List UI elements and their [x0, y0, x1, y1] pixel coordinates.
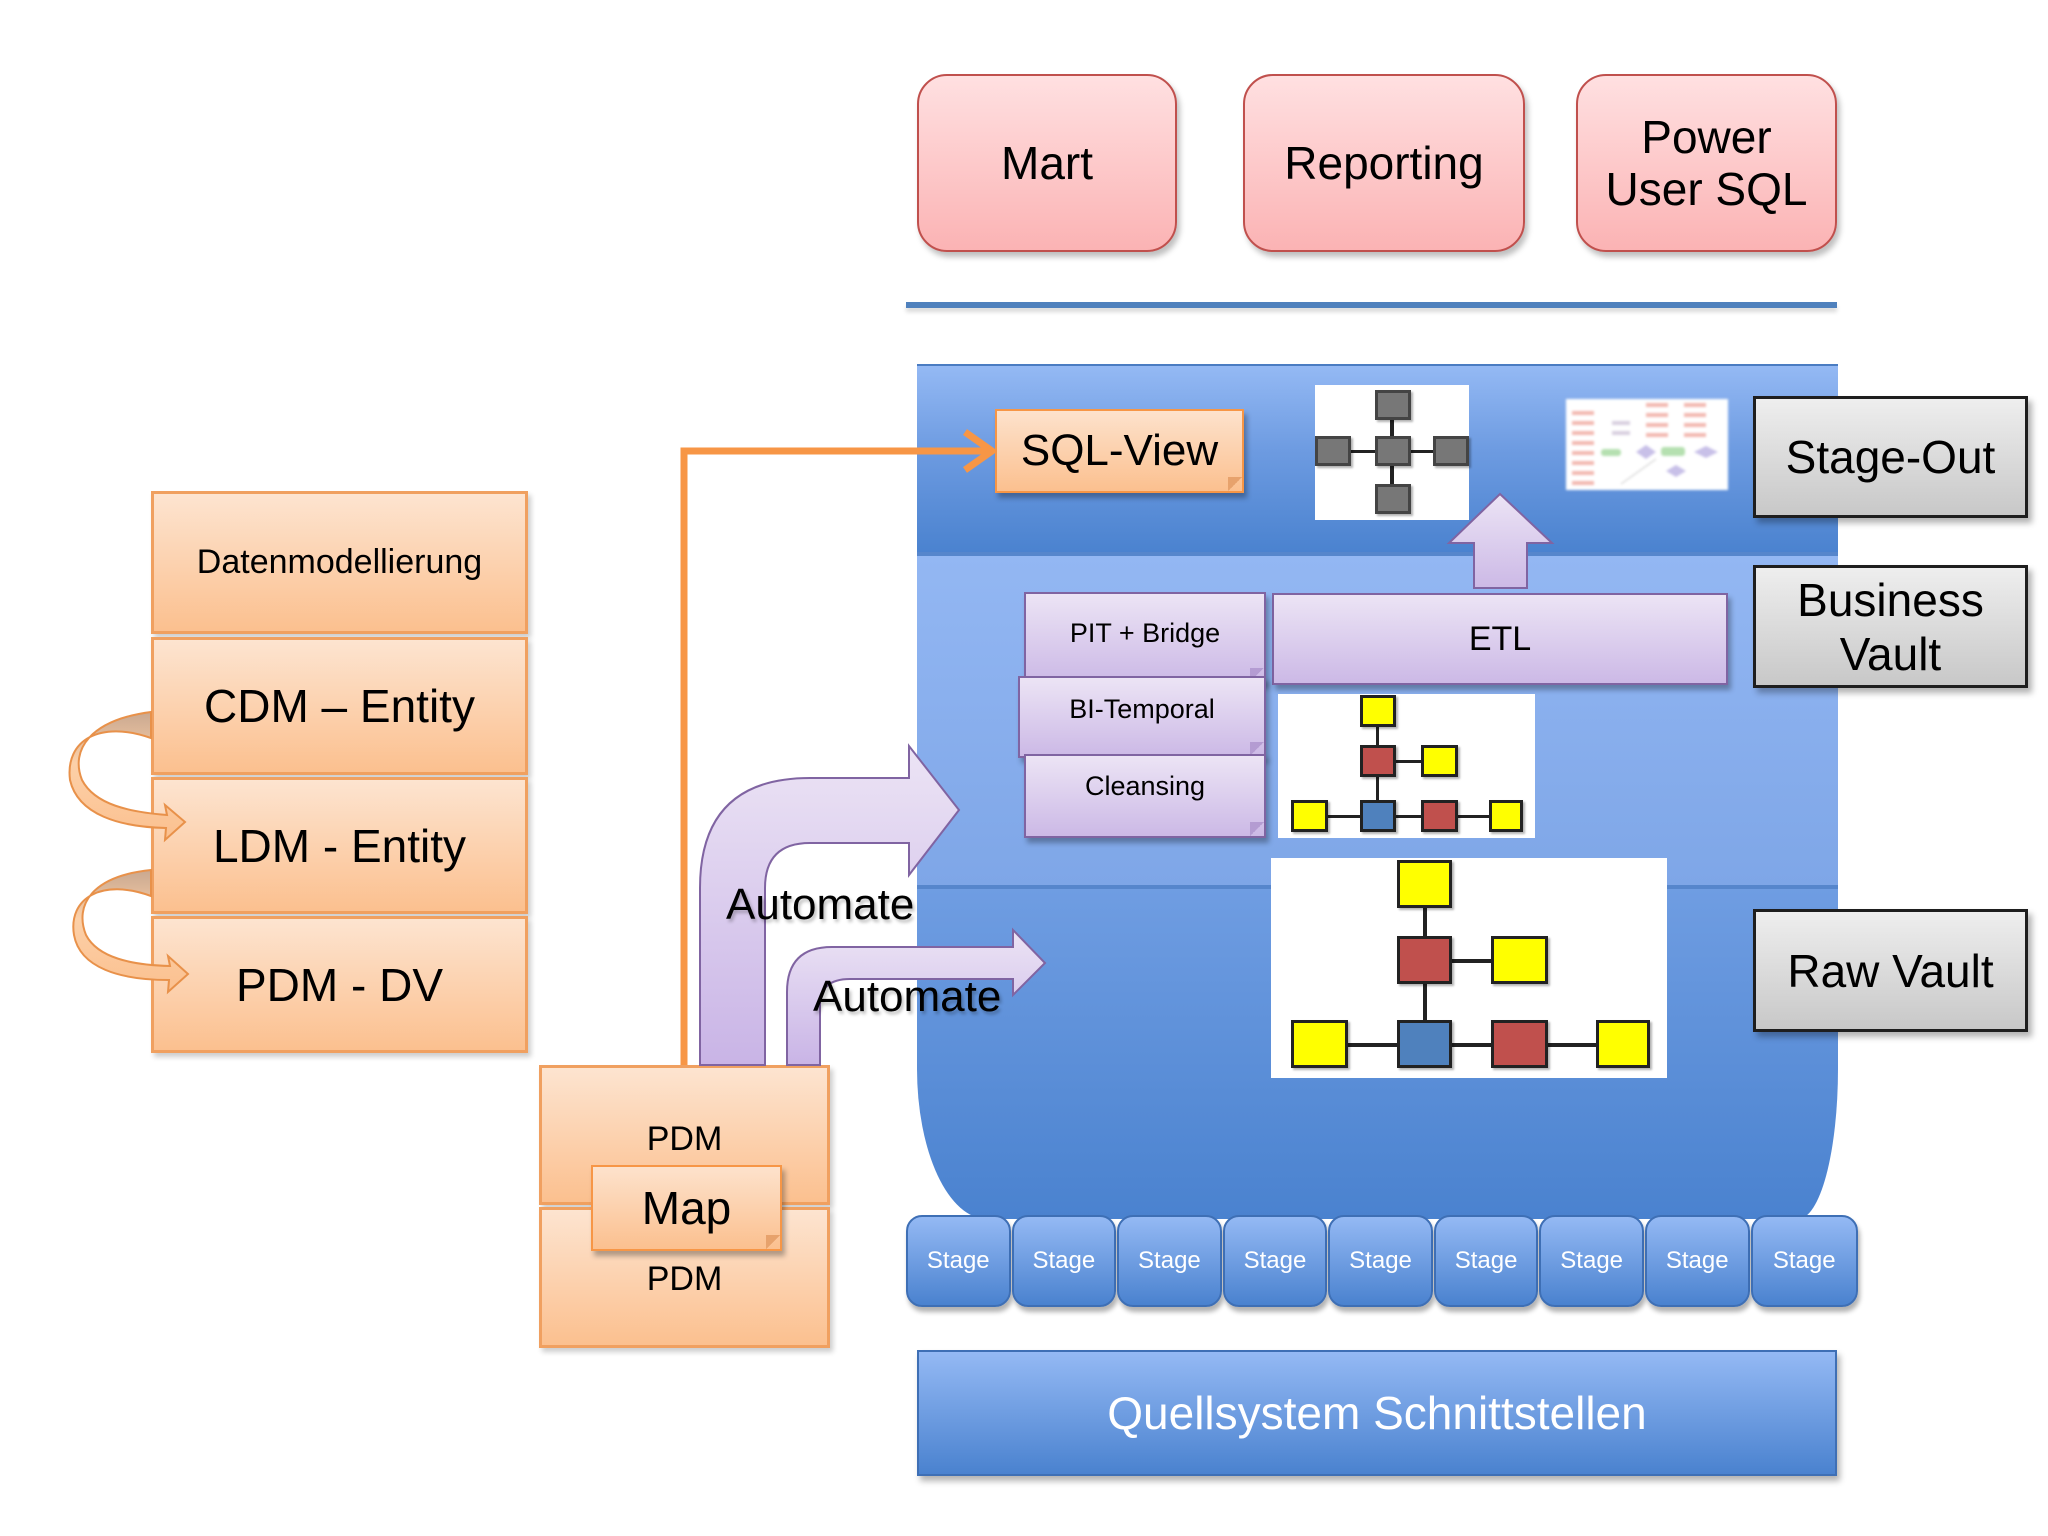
datenmodellierung-label: Datenmodellierung — [196, 543, 483, 581]
automate-arrow-business-vault — [699, 743, 961, 1066]
satellite-node — [1360, 695, 1396, 727]
link-node — [1397, 936, 1452, 984]
hub-node — [1397, 1020, 1452, 1068]
link-node — [1491, 1020, 1548, 1068]
sql-view-box[interactable]: SQL-View — [995, 409, 1244, 493]
pdm-dv-label: PDM - DV — [236, 958, 443, 1011]
stage-row: Stage Stage Stage Stage Stage Stage Stag… — [906, 1215, 1858, 1307]
hub-node — [1360, 800, 1396, 832]
stage-label: Stage — [1772, 1247, 1836, 1274]
cleansing-box[interactable]: Cleansing — [1024, 754, 1266, 838]
er-diagram-thumbnail — [1566, 399, 1728, 490]
business-vault-model-diagram — [1278, 694, 1535, 838]
dimension-node — [1433, 436, 1469, 466]
satellite-node — [1291, 1020, 1348, 1068]
stage-box[interactable]: Stage — [1011, 1215, 1117, 1307]
pdm-dv-box[interactable]: PDM - DV — [151, 916, 528, 1053]
modeling-flow-arrows — [68, 710, 190, 995]
sql-view-label: SQL-View — [1020, 426, 1219, 475]
automate-label-2: Automate — [813, 972, 1002, 1021]
er-diagram-graphic — [1572, 403, 1718, 485]
diagram-edge — [1308, 815, 1508, 818]
fact-node — [1375, 436, 1411, 466]
bi-temporal-box[interactable]: BI-Temporal — [1018, 676, 1266, 758]
map-box[interactable]: Map — [591, 1165, 782, 1251]
reporting-box[interactable]: Reporting — [1243, 74, 1525, 252]
cleansing-label: Cleansing — [1084, 770, 1206, 801]
stage-box[interactable]: Stage — [1539, 1215, 1644, 1307]
dimension-node — [1375, 390, 1411, 420]
ldm-entity-label: LDM - Entity — [212, 819, 467, 872]
raw-vault-label-box: Raw Vault — [1753, 909, 2028, 1032]
stage-label: Stage — [1243, 1247, 1307, 1274]
etl-box[interactable]: ETL — [1272, 593, 1728, 685]
stage-out-label-box: Stage-Out — [1753, 396, 2028, 518]
separator-line — [906, 302, 1837, 308]
stage-label: Stage — [926, 1247, 990, 1274]
raw-vault-model-diagram — [1271, 858, 1667, 1078]
stage-label: Stage — [1138, 1247, 1201, 1274]
pdm-top-label: PDM — [646, 1120, 723, 1158]
automate-arrow-raw-vault — [786, 927, 1047, 1066]
cdm-entity-label: CDM – Entity — [204, 680, 475, 732]
diagram-edge — [1378, 760, 1438, 763]
stage-label: Stage — [1349, 1247, 1412, 1274]
power-user-sql-label: Power User SQL — [1605, 111, 1808, 215]
curved-arrow-ldm-to-pdm — [72, 868, 190, 995]
satellite-node — [1491, 936, 1548, 984]
stage-label: Stage — [1665, 1247, 1729, 1274]
link-node — [1421, 800, 1458, 832]
satellite-node — [1489, 800, 1523, 832]
satellite-node — [1397, 860, 1452, 908]
raw-vault-label: Raw Vault — [1787, 944, 1994, 997]
business-vault-label: Business Vault — [1797, 573, 1984, 680]
cdm-entity-box[interactable]: CDM – Entity — [151, 637, 528, 775]
map-label: Map — [641, 1182, 732, 1234]
star-schema-diagram — [1315, 385, 1469, 520]
diagram-edge — [1426, 959, 1496, 963]
stage-box[interactable]: Stage — [1222, 1215, 1328, 1307]
satellite-node — [1291, 800, 1328, 832]
satellite-node — [1596, 1020, 1650, 1068]
reporting-label: Reporting — [1284, 137, 1484, 189]
satellite-node — [1421, 745, 1458, 777]
dimension-node — [1375, 484, 1411, 514]
stage-label: Stage — [1454, 1247, 1518, 1274]
stage-box[interactable]: Stage — [1433, 1215, 1539, 1307]
dimension-node — [1315, 436, 1351, 466]
stage-box[interactable]: Stage — [1117, 1215, 1222, 1307]
mart-label: Mart — [1001, 137, 1093, 189]
pit-bridge-label: PIT + Bridge — [1069, 617, 1221, 648]
link-node — [1360, 745, 1396, 777]
bi-temporal-label: BI-Temporal — [1069, 693, 1215, 724]
automate-label-1: Automate — [726, 880, 915, 929]
pdm-bottom-label: PDM — [646, 1260, 723, 1298]
stage-box[interactable]: Stage — [906, 1215, 1011, 1307]
business-vault-label-box: Business Vault — [1753, 565, 2028, 688]
source-systems-box[interactable]: Quellsystem Schnittstellen — [917, 1350, 1837, 1476]
power-user-sql-box[interactable]: Power User SQL — [1576, 74, 1837, 252]
stage-box[interactable]: Stage — [1328, 1215, 1433, 1307]
etl-label: ETL — [1468, 619, 1532, 658]
etl-up-arrow — [1446, 492, 1555, 589]
mart-box[interactable]: Mart — [917, 74, 1177, 252]
stage-box[interactable]: Stage — [1644, 1215, 1750, 1307]
diagram-edge — [1321, 1043, 1621, 1047]
stage-label: Stage — [1032, 1247, 1096, 1274]
datenmodellierung-box: Datenmodellierung — [151, 491, 528, 634]
stage-box[interactable]: Stage — [1750, 1215, 1858, 1307]
source-systems-label: Quellsystem Schnittstellen — [1107, 1387, 1647, 1439]
stage-label: Stage — [1560, 1247, 1624, 1274]
stage-out-label: Stage-Out — [1785, 431, 1996, 483]
curved-arrow-cdm-to-ldm — [68, 710, 187, 843]
ldm-entity-box[interactable]: LDM - Entity — [151, 777, 528, 914]
